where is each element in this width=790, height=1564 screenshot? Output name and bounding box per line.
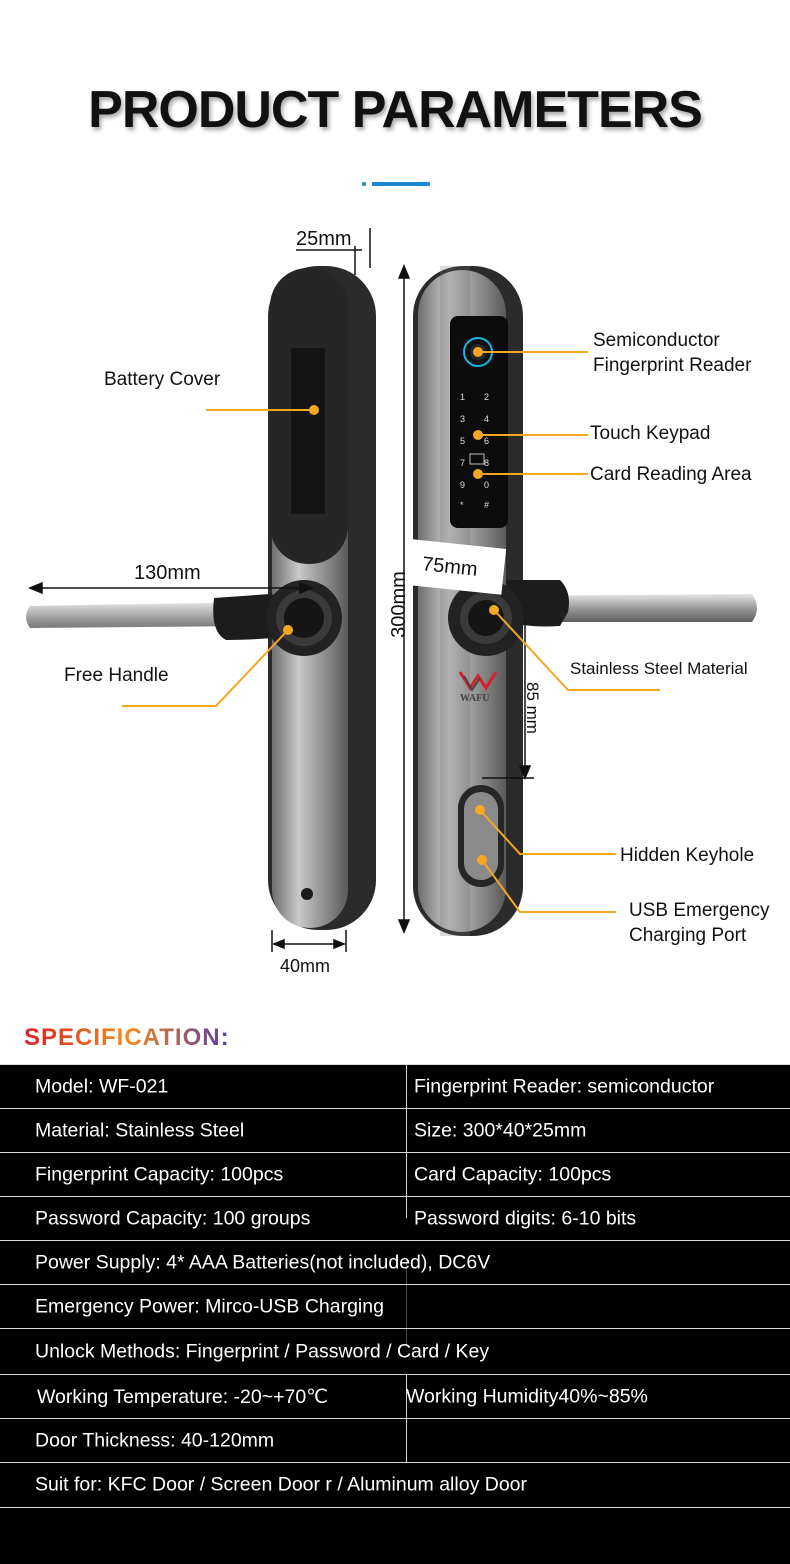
callout-dots [283,347,499,865]
label-fingerprint-reader-line1: Semiconductor [593,330,720,351]
title-underline-decoration [360,180,432,188]
spec-row: Door Thickness: 40-120mm [0,1418,790,1463]
spec-cell-left: Power Supply: 4* AAA Batteries(not inclu… [35,1251,491,1274]
spec-row: Suit for: KFC Door / Screen Door r / Alu… [0,1462,790,1508]
dimension-width: 40mm [280,956,331,976]
spec-cell-right: Fingerprint Reader: semiconductor [414,1075,715,1098]
label-usb-line2: Charging Port [629,925,747,946]
spec-cell-right: Working Humidity40%~85% [406,1385,648,1408]
label-free-handle: Free Handle [64,665,169,686]
label-fingerprint-reader-line2: Fingerprint Reader [593,355,752,376]
spec-row: Model: WF-021 Fingerprint Reader: semico… [0,1064,790,1109]
dimension-thickness: 25mm [296,228,352,250]
keypad-key: 5 [460,436,466,446]
dimension-keyhole-distance: 85 mm [522,682,542,734]
spec-cell-right: Size: 300*40*25mm [414,1119,587,1142]
dimension-height: 300mm [387,571,410,638]
spec-cell-left: Emergency Power: Mirco-USB Charging [35,1295,384,1318]
label-hidden-keyhole: Hidden Keyhole [620,845,755,866]
keypad-key: # [484,500,490,510]
label-touch-keypad: Touch Keypad [590,423,711,444]
label-stainless-steel: Stainless Steel Material [570,659,748,678]
spec-row: Material: Stainless Steel Size: 300*40*2… [0,1108,790,1153]
spec-row: Password Capacity: 100 groups Password d… [0,1196,790,1241]
label-card-reading-area: Card Reading Area [590,464,752,485]
keypad-key: 1 [460,392,466,402]
spec-cell-right: Card Capacity: 100pcs [414,1163,612,1186]
keypad-key: 6 [484,436,490,446]
keypad-key: 0 [484,480,490,490]
spec-cell-left: Model: WF-021 [35,1075,169,1098]
keypad: 1 2 3 4 5 6 7 8 9 0 * # [456,392,502,516]
specification-table: Model: WF-021 Fingerprint Reader: semico… [0,1064,790,1564]
spec-row: Emergency Power: Mirco-USB Charging [0,1284,790,1329]
keypad-key: 8 [484,458,490,468]
specification-title: SPECIFICATION: [24,1024,230,1051]
brand-logo-text: WAFU [460,693,490,704]
spec-cell-left: Suit for: KFC Door / Screen Door r / Alu… [35,1473,528,1496]
keypad-key: 4 [484,414,490,424]
spec-cell-left: Door Thickness: 40-120mm [35,1429,275,1452]
spec-cell-right: Password digits: 6-10 bits [414,1207,637,1230]
page-title: PRODUCT PARAMETERS [88,81,703,139]
keypad-key: 9 [460,480,466,490]
callout-lines [122,351,660,913]
dimension-handle-length: 130mm [134,562,201,584]
spec-cell-left: Material: Stainless Steel [35,1119,245,1142]
spec-row: Unlock Methods: Fingerprint / Password /… [0,1328,790,1375]
spec-row: Working Temperature: -20~+70℃ Working Hu… [0,1374,790,1419]
spec-cell-left: Fingerprint Capacity: 100pcs [35,1163,284,1186]
keypad-key: 2 [484,392,490,402]
keypad-key: 7 [460,458,466,468]
spec-cell-left: Working Temperature: -20~+70℃ [37,1386,329,1408]
label-usb-line1: USB Emergency [629,900,770,921]
label-battery-cover: Battery Cover [104,369,221,390]
product-illustration [26,228,757,952]
spec-row: Fingerprint Capacity: 100pcs Card Capaci… [0,1152,790,1197]
spec-row: Power Supply: 4* AAA Batteries(not inclu… [0,1240,790,1285]
spec-cell-left: Unlock Methods: Fingerprint / Password /… [35,1340,490,1363]
lock-back-view [26,266,376,930]
keypad-key: * [460,500,464,510]
keypad-key: 3 [460,414,466,424]
spec-cell-left: Password Capacity: 100 groups [35,1207,311,1230]
dimension-lines [28,228,534,952]
